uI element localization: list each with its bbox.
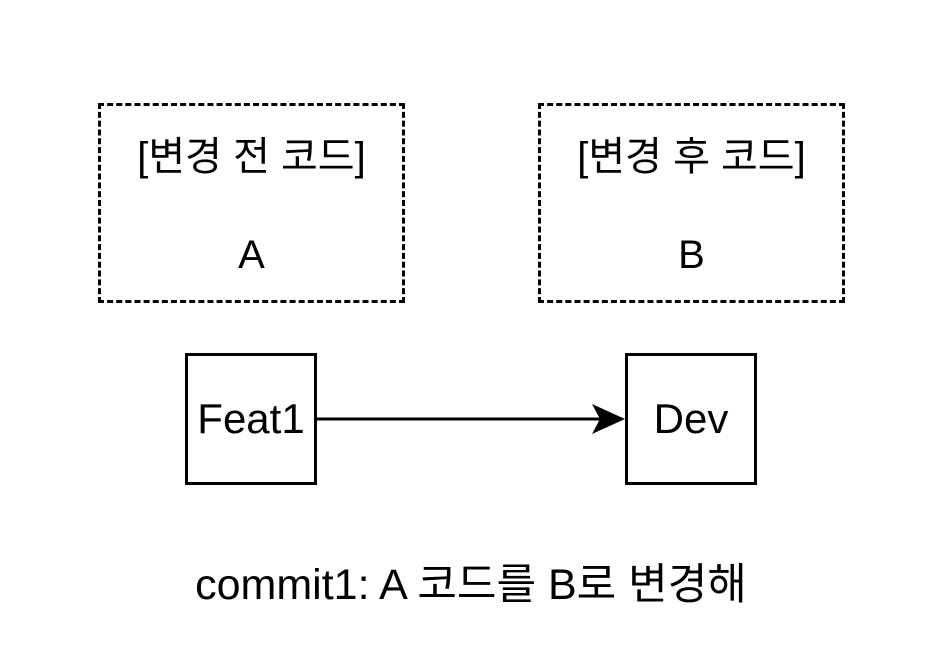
- after-change-label: [변경 후 코드]: [577, 135, 806, 179]
- before-change-code: A: [238, 233, 265, 277]
- feat1-branch-label: Feat1: [197, 395, 305, 442]
- dev-branch-label: Dev: [653, 395, 729, 442]
- after-change-box: [변경 후 코드] B: [538, 103, 845, 303]
- arrowhead-icon: [592, 404, 625, 434]
- dev-branch-node: Dev: [625, 353, 757, 485]
- feat1-branch-node: Feat1: [185, 353, 317, 485]
- after-change-code: B: [678, 233, 705, 277]
- diagram-caption: commit1: A 코드를 B로 변경해: [195, 561, 747, 609]
- before-change-box: [변경 전 코드] A: [98, 103, 405, 303]
- before-change-label: [변경 전 코드]: [137, 135, 366, 179]
